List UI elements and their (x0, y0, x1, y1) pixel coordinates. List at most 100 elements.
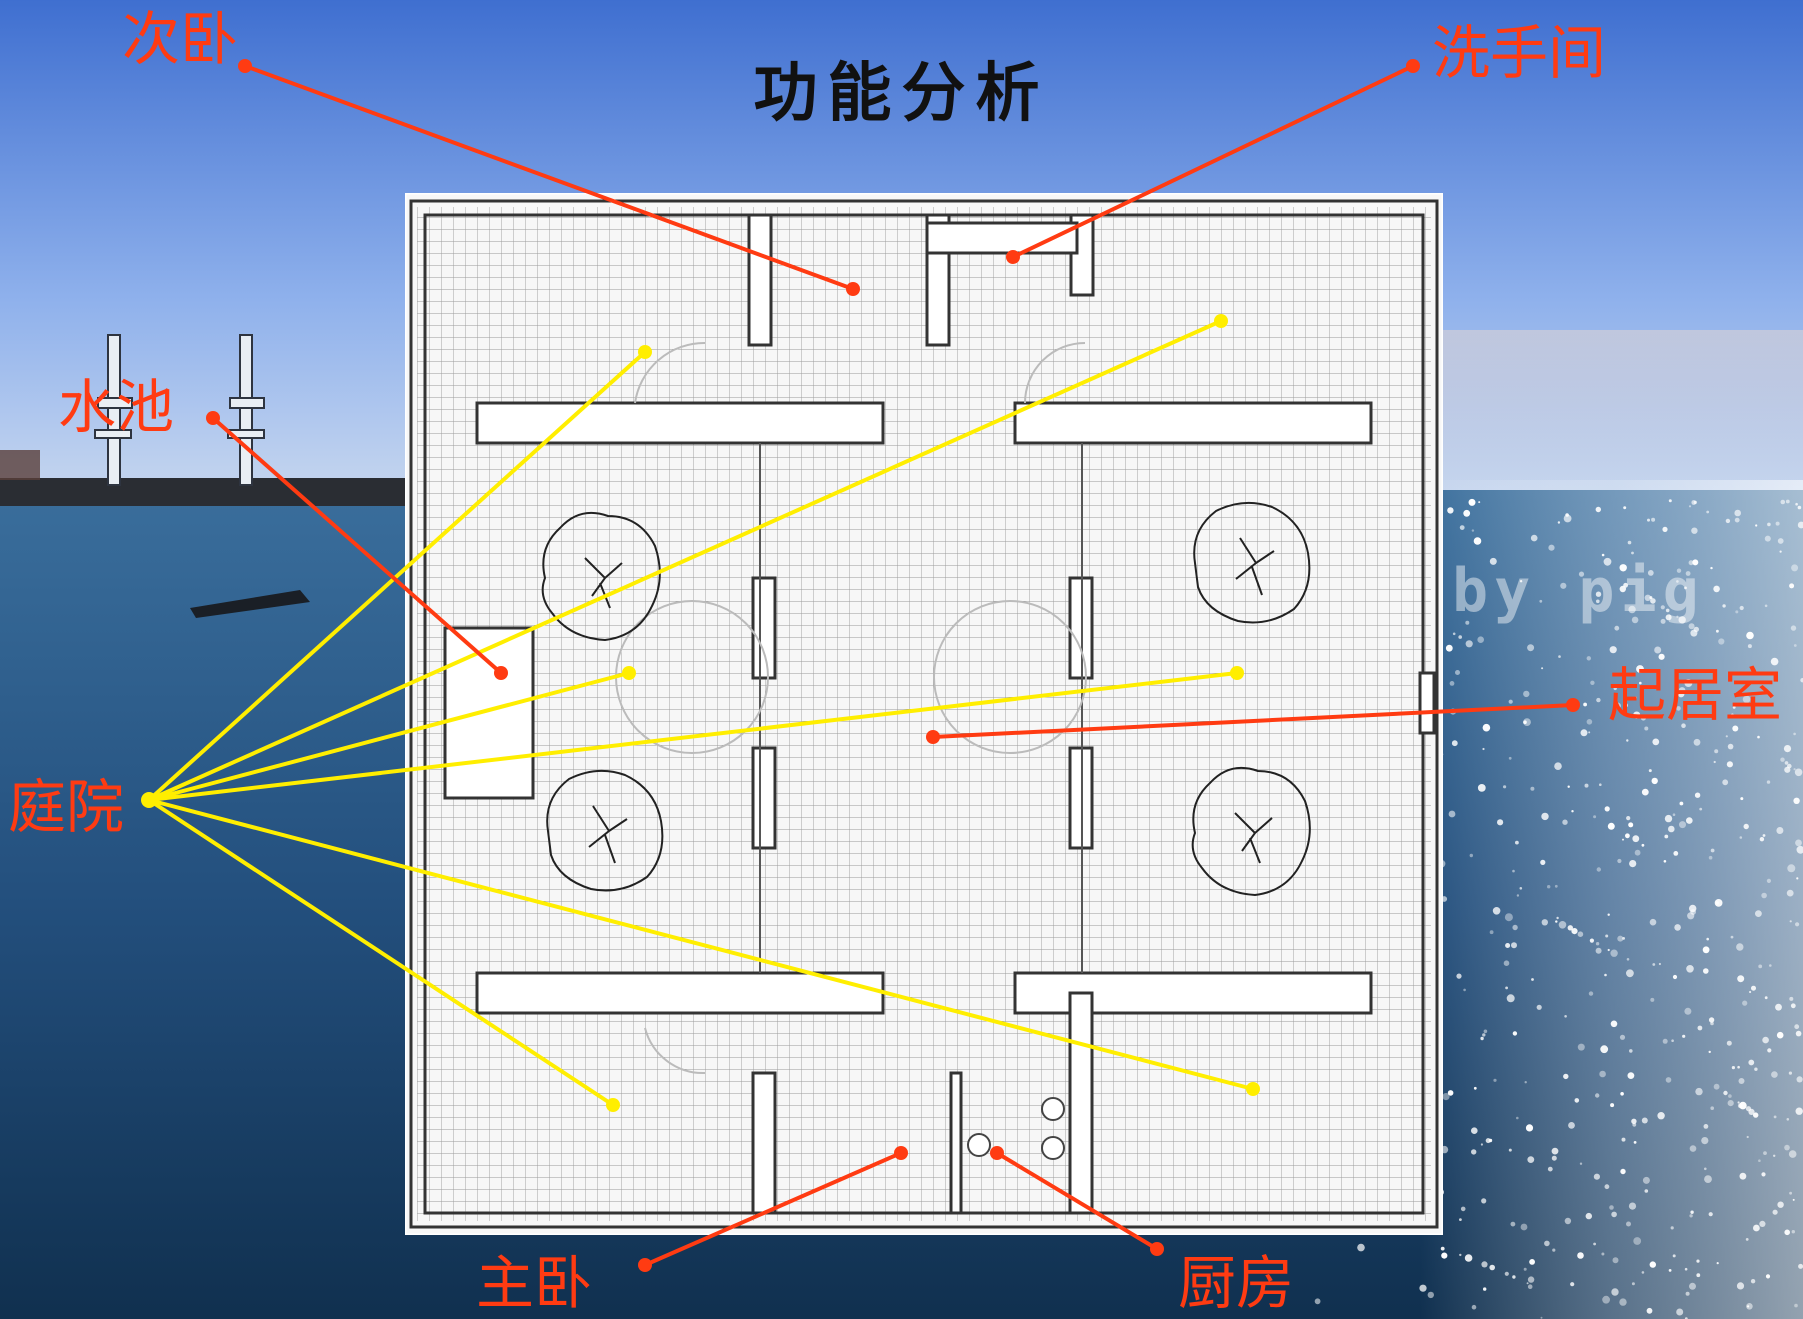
sparkle (1647, 518, 1650, 522)
sparkle (1567, 785, 1570, 788)
sparkle (1775, 521, 1780, 526)
sparkle (1571, 810, 1574, 813)
sparkle (1732, 706, 1736, 709)
sparkle (1668, 825, 1675, 833)
sparkle (1588, 731, 1591, 734)
sparkle (1610, 1103, 1615, 1108)
sparkle (1686, 965, 1694, 973)
sparkle (1481, 1198, 1487, 1204)
sparkle (1600, 1045, 1609, 1054)
distant-port (0, 334, 410, 618)
sparkle (1626, 969, 1634, 978)
sparkle (1665, 1077, 1672, 1083)
sparkle (1753, 1112, 1759, 1118)
sparkle (1641, 843, 1645, 847)
sparkle (1682, 1034, 1686, 1038)
sea-glare (1420, 480, 1803, 1319)
sparkle (1623, 506, 1627, 510)
sparkle (1478, 501, 1481, 504)
structural-lines (759, 443, 1083, 973)
sparkle (1540, 859, 1546, 866)
sparkle (1773, 1154, 1776, 1158)
sparkle (1787, 864, 1796, 873)
sparkle (1586, 719, 1593, 725)
sparkle (1607, 948, 1610, 952)
sparkle (1440, 1246, 1445, 1251)
tree-icon (546, 769, 664, 892)
sparkle (1595, 947, 1602, 954)
sparkle (1611, 1288, 1619, 1296)
sparkle (1442, 1093, 1450, 1101)
sparkle (1609, 1205, 1614, 1210)
sparkle (1456, 973, 1462, 979)
sparkle (1755, 910, 1762, 917)
sparkle (1617, 858, 1622, 864)
sparkle (1780, 499, 1786, 505)
sparkle (1791, 564, 1799, 572)
sparkle (1523, 718, 1531, 726)
sparkle (1713, 585, 1720, 593)
sparkle (1459, 1253, 1462, 1257)
sparkle (1688, 623, 1695, 630)
sparkle (1548, 544, 1555, 551)
sparkle (1640, 715, 1646, 721)
sparkle (1784, 1229, 1790, 1236)
sparkle (1714, 749, 1719, 754)
sparkle (1563, 514, 1572, 523)
sparkle (1622, 937, 1625, 940)
sparkle (1708, 1017, 1715, 1023)
sparkle (1551, 1147, 1559, 1155)
tree-icon (1191, 767, 1311, 897)
sparkle (1746, 1135, 1749, 1139)
sparkle (1520, 1223, 1528, 1231)
sparkle (1465, 640, 1473, 648)
sparkle (1571, 928, 1578, 935)
sparkle (1646, 1307, 1653, 1314)
sparkle (1604, 973, 1607, 977)
sparkle (1710, 848, 1715, 853)
sparkle (1745, 1238, 1749, 1241)
sparkle (1512, 869, 1515, 873)
sparkle (1749, 990, 1752, 994)
sparkle (1758, 1159, 1761, 1162)
sparkle (1726, 761, 1733, 768)
sparkle (1595, 506, 1602, 513)
sparkle (1473, 1086, 1477, 1090)
sparkle (1790, 625, 1797, 631)
label-living-room: 起居室 (1608, 661, 1783, 729)
sparkle (1742, 1000, 1748, 1006)
sparkle (1523, 1267, 1527, 1271)
sparkle (1562, 819, 1568, 825)
sparkle (1737, 975, 1745, 983)
sparkle (1636, 665, 1644, 673)
sparkle (1579, 1162, 1583, 1165)
sparkle (1734, 517, 1740, 523)
sparkle (1634, 696, 1637, 699)
sparkle (1796, 877, 1799, 880)
sparkle (1547, 1166, 1553, 1172)
sparkle (1795, 922, 1800, 927)
sparkle (1765, 1274, 1771, 1279)
sparkle (1796, 1076, 1803, 1083)
sparkle (1731, 1066, 1735, 1070)
sparkle (1673, 851, 1679, 856)
sparkle (1524, 1081, 1527, 1084)
sparkle (1750, 1279, 1756, 1284)
sparkle (1527, 1276, 1535, 1283)
label-kitchen: 厨房 (1178, 1249, 1295, 1317)
sparkle (1664, 834, 1669, 839)
sparkle (1463, 509, 1471, 517)
sparkle (1739, 836, 1743, 839)
sparkle (1552, 1248, 1556, 1252)
sparkle (1748, 1059, 1755, 1066)
sparkle (1736, 1282, 1745, 1290)
sparkle (1458, 635, 1462, 639)
sparkle (1452, 632, 1456, 636)
sparkle (1739, 1172, 1747, 1180)
sparkle (1793, 644, 1797, 647)
sparkle (1731, 713, 1734, 716)
sparkle (1784, 1144, 1790, 1151)
sparkle (1777, 1201, 1784, 1208)
sparkle (1617, 935, 1624, 942)
